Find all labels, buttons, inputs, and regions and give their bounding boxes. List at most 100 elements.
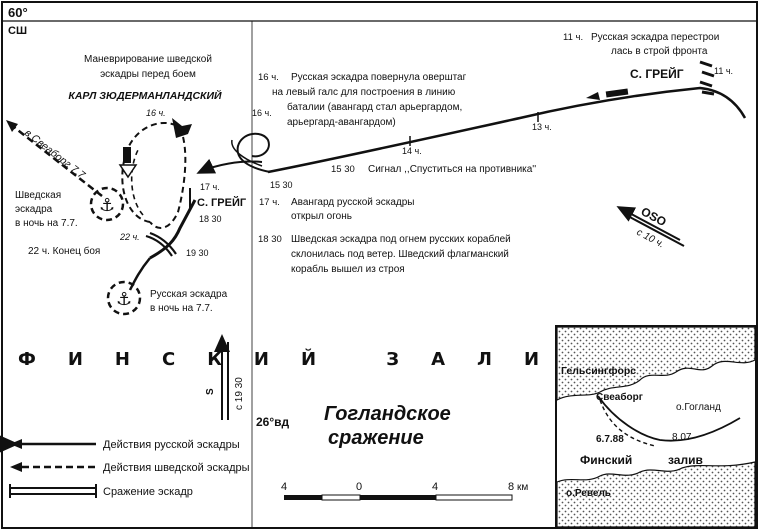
scale-tick-1: 4 [281,481,287,493]
scale-tick-3: 4 [432,481,438,493]
flagship-label: КАРЛ ЗЮДЕРМАНЛАНДСКИЙ [68,89,222,102]
inset-track [597,395,741,442]
wind-s-time: с 19 30 [234,377,245,410]
event-11-time: 11 ч. [563,32,583,43]
time-14: 14 ч. [402,146,422,156]
event-17-line2: открыл огонь [291,211,352,222]
event-17-line1: Авангард русской эскадры [291,197,414,208]
time-1530-left: 15 30 [270,180,293,190]
scale-seg-3 [360,495,436,500]
title-line2: сражение [328,427,424,449]
wind-s-dir: S [205,388,216,395]
swedish-flag-ship [123,147,131,163]
greig-label-left: С. ГРЕЙГ [197,196,247,209]
inset-gulf-1: Финский [580,453,632,467]
legend-russian-label: Действия русской эскадры [103,439,240,451]
event-1830-line3: корабль вышел из строя [291,263,405,275]
inset-north-land [556,326,756,401]
time-16-swedish: 16 ч. [146,108,166,118]
event-1830-line2: склонилась под ветер. Шведский флагманск… [291,248,509,260]
time-22: 22 ч. [119,232,140,242]
event-16-time: 16 ч. [258,72,279,83]
event-11-line2: лась в строй фронта [611,45,708,57]
event-1530-time: 15 30 [331,164,355,175]
title-line1: Гогландское [324,403,451,425]
hemisphere-label: СШ [8,25,27,37]
inset-gulf-2: залив [668,453,703,467]
event-16-line4: арьергард-авангардом) [287,117,396,128]
inset-date1: 6.7.88 [596,434,624,445]
event-16-line3: баталии (авангард стал арьергардом, [287,101,462,113]
legend-russian-arrow [10,439,22,449]
russian-anchor-circle [106,280,142,316]
time-17-left: 17 ч. [200,182,220,192]
greig-label-east: С. ГРЕЙГ [630,66,684,81]
time-1830: 18 30 [199,214,222,224]
inset-hogland: о.Гогланд [676,402,721,413]
time-13: 13 ч. [532,122,552,132]
to-sveaborg-track [9,123,103,197]
event-11-line1: Русская эскадра перестрои [591,32,719,43]
swedish-anchor-line3: в ночь на 7.7. [15,218,78,229]
time-16b: 16 ч. [252,108,272,118]
scale-seg-1 [284,495,322,500]
sea-label: ФИНСКИЙ ЗАЛИВ [18,348,617,370]
scale-tick-2: 0 [356,481,362,493]
swedish-loop-inner [130,149,144,216]
scale-seg-4 [435,494,513,501]
fleet-front-formation [699,60,715,96]
track-arrow [586,92,600,100]
inset-sveaborg: Свеаборг [596,391,643,403]
inset-revel: о.Ревель [566,488,611,499]
maneuver-heading-1: Маневрирование шведской [84,54,212,65]
end-of-battle: 22 ч. Конец боя [28,245,100,257]
event-1830-time: 18 30 [258,234,282,245]
russian-turn-loop [236,132,271,173]
time-1930: 19 30 [186,248,209,258]
swedish-anchor-circle [89,186,125,222]
legend-swedish-arrow [10,462,22,472]
event-1830-line1: Шведская эскадра под огнем русских кораб… [291,233,511,245]
russian-to-anchor [128,257,151,291]
to-sveaborg-label: в Свеаборг 7.7 [22,127,88,182]
anchor-icon: ⚓ [99,195,115,215]
scale-seg-2 [321,494,361,501]
time-11-east: 11 ч. [714,66,733,76]
russian-curve-to-greig [196,158,263,174]
maneuver-heading-2: эскадры перед боем [100,68,196,80]
event-1530-line1: Сигнал ,,Спуститься на противника'' [368,164,536,175]
inset-south-land [556,461,756,528]
event-16-line2: на левый галс для построения в линию [272,87,456,98]
track-marker [605,88,629,98]
russian-anchor-line2: в ночь на 7.7. [150,303,213,314]
inset-map: Гельсингфорс Свеаборг о.Гогланд 6.7.88 8… [555,325,757,529]
swedish-anchor-line1: Шведская [15,190,61,201]
down-arrow-swedish [118,164,138,179]
legend-battle-label: Сражение эскадр [103,486,193,498]
event-16-line1: Русская эскадра повернула оверштаг [291,72,467,83]
russian-main-track [267,86,747,174]
scale-bar: 4 0 4 8 км [281,481,528,501]
swedish-formation [172,118,192,138]
inset-track-2 [599,399,656,447]
legend: Действия русской эскадры Действия шведск… [0,434,250,498]
scale-unit: км [517,482,528,493]
event-17-time: 17 ч. [259,197,280,208]
swedish-loop-track [121,121,187,229]
inset-date2: 8.07 [672,432,692,443]
russian-anchor-line1: Русская эскадра [150,289,228,300]
legend-swedish-label: Действия шведской эскадры [103,462,250,474]
to-sveaborg-arrow [6,120,18,132]
wind-oso-shaft [625,214,685,247]
scale-tick-4: 8 [508,481,514,493]
lat-label: 60° [8,5,28,20]
wind-oso-arrow [616,206,681,241]
anchor-icon: ⚓ [116,289,132,309]
battle-hatch-1 [145,231,177,257]
russian-turn-loop-2 [231,139,263,167]
inset-helsingfors: Гельсингфорс [561,365,636,377]
swedish-anchor-line2: эскадра [15,204,53,215]
meridian-label: 26°вд [256,415,290,429]
